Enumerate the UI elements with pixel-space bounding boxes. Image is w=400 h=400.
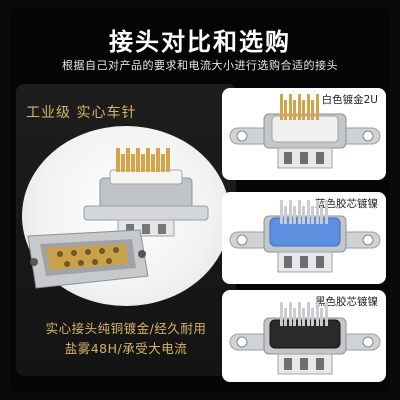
option-card-black-nickel: 黑色胶芯镀镍 <box>222 290 386 382</box>
featured-connector-image <box>27 148 209 289</box>
option-card-white-gold: 白色镀金2U <box>222 88 386 180</box>
featured-caption-line1: 实心接头纯铜镀金/经久耐用 <box>45 321 207 336</box>
page-title: 接头对比和选购 <box>109 28 291 56</box>
connector-face-illustration <box>27 229 149 289</box>
option-connector-image <box>229 200 381 273</box>
option-pins <box>280 94 319 120</box>
option-connector-image <box>229 302 381 375</box>
option-pins <box>280 200 328 224</box>
page-subtitle: 根据自己对产品的要求和电流大小进行选购合适的接头 <box>62 59 338 72</box>
featured-caption-line2: 盐雾48H/承受大电流 <box>64 341 188 356</box>
option-pins <box>280 302 328 326</box>
option-label: 白色镀金2U <box>321 94 378 106</box>
connector-pins-up-illustration <box>83 148 209 237</box>
option-connector-image <box>229 94 381 169</box>
featured-label: 工业级 实心车针 <box>26 105 137 121</box>
option-label: 黑色胶芯镀镍 <box>315 296 378 308</box>
option-card-blue-nickel: 蓝色胶芯镀镍 <box>222 192 386 284</box>
option-label: 蓝色胶芯镀镍 <box>315 198 378 210</box>
